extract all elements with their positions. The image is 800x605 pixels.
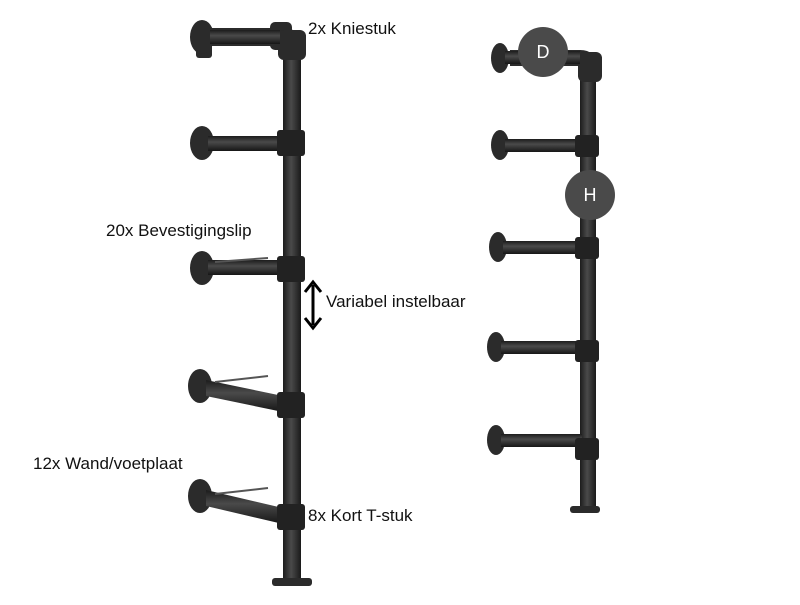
wall-arm	[188, 479, 305, 530]
wall-arm	[190, 251, 305, 285]
short-tee	[575, 135, 599, 157]
short-tee	[277, 256, 305, 282]
short-tee	[575, 438, 599, 460]
label-elbow: 2x Kniestuk	[308, 19, 396, 38]
label-clip: 20x Bevestigingslip	[106, 221, 252, 240]
wall-arm	[190, 20, 280, 58]
label-plate: 12x Wand/voetplaat	[33, 454, 183, 473]
wall-arm	[188, 369, 305, 418]
wall-arm	[491, 130, 599, 160]
short-tee	[277, 392, 305, 418]
wall-arm	[487, 332, 599, 362]
floor-flange	[570, 506, 600, 513]
short-tee	[575, 237, 599, 259]
vertical-pipe	[283, 40, 301, 580]
wall-arm	[190, 126, 305, 160]
wall-arm	[487, 425, 599, 460]
short-tee	[575, 340, 599, 362]
rack-side-view	[487, 43, 602, 513]
adjust-double-arrow-icon	[303, 279, 323, 331]
floor-flange	[272, 578, 312, 586]
height-badge: H	[565, 170, 615, 220]
label-variable: Variabel instelbaar	[326, 292, 466, 311]
label-tee: 8x Kort T-stuk	[308, 506, 413, 525]
short-tee	[277, 130, 305, 156]
depth-badge: D	[518, 27, 568, 77]
rack-front-view	[188, 20, 312, 586]
short-tee	[277, 504, 305, 530]
wall-arm	[489, 232, 599, 262]
